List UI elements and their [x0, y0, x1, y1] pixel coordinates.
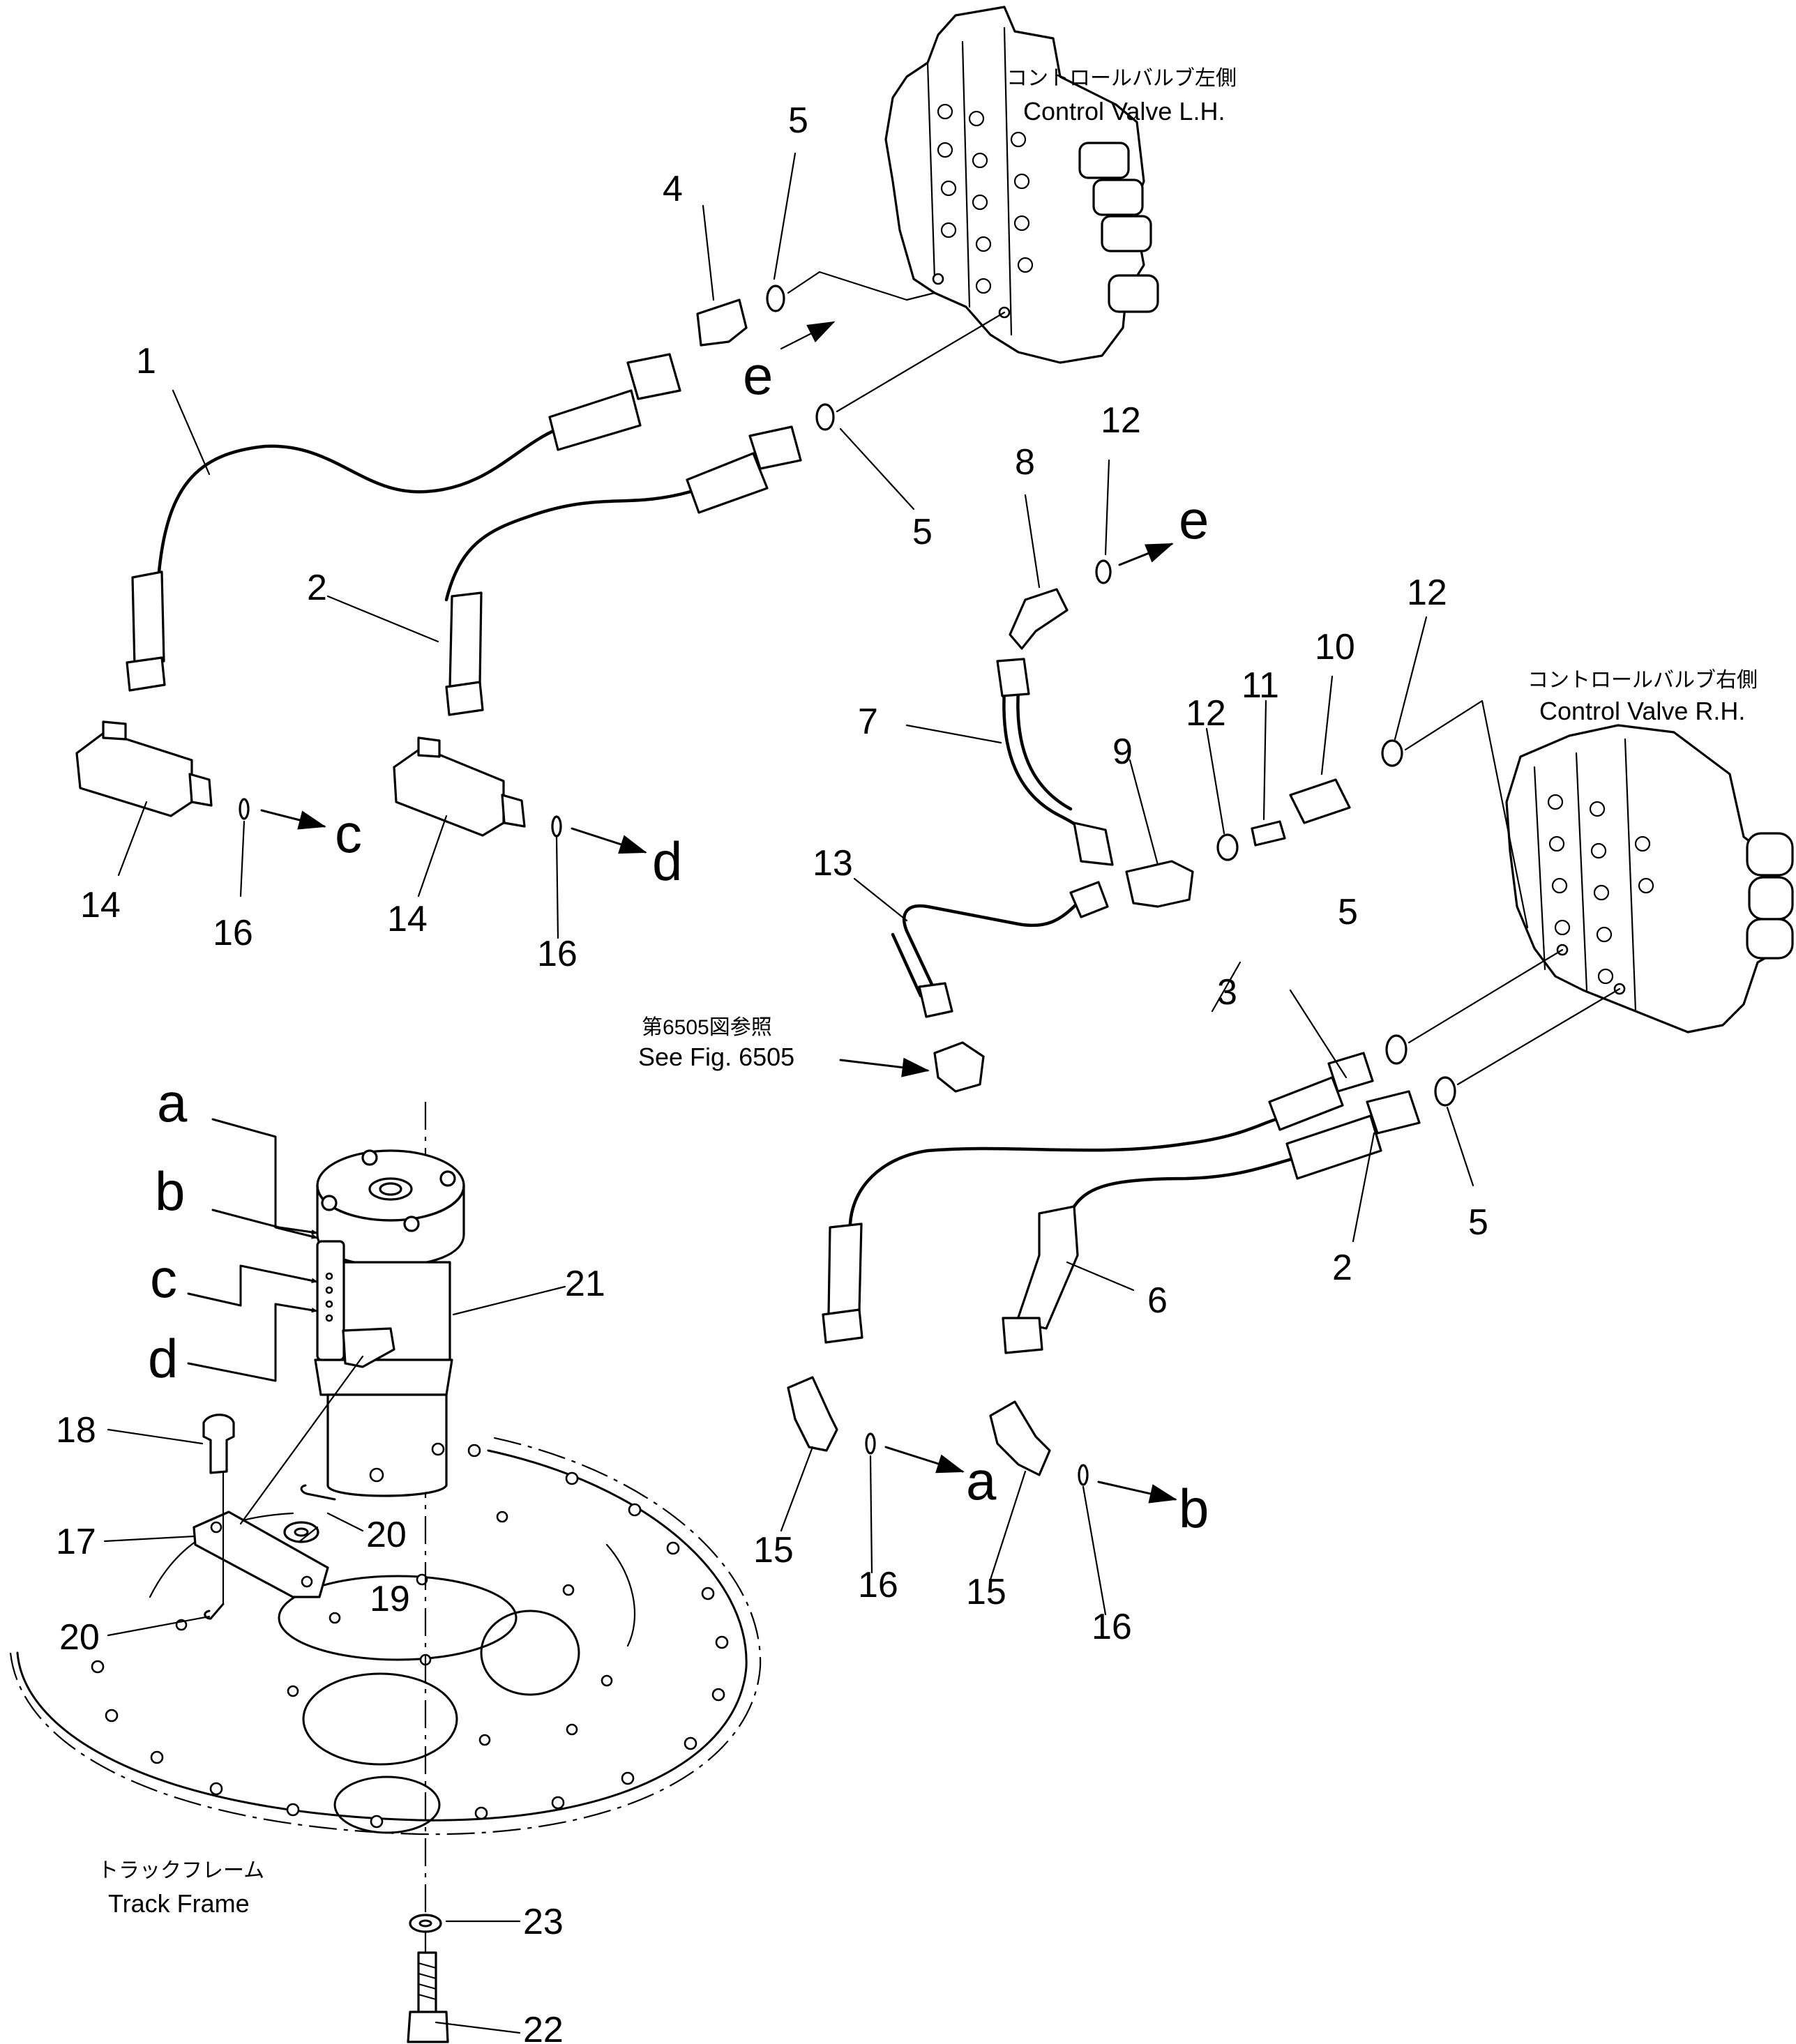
callout-5-right-upper: 5	[1338, 892, 1358, 932]
callout-19: 19	[370, 1579, 410, 1619]
cotter-pin-20-upper	[300, 1484, 336, 1501]
callout-5-mid: 5	[912, 512, 933, 552]
callout-4: 4	[663, 169, 683, 209]
o-ring-12-e	[1095, 559, 1112, 584]
callout-9: 9	[1112, 732, 1133, 772]
callout-14-left: 14	[80, 885, 121, 925]
o-ring-12-tee	[1216, 833, 1239, 861]
o-ring-12-right	[1381, 739, 1403, 767]
hose-1	[126, 353, 681, 692]
elbow-15-right	[989, 1400, 1051, 1476]
swivel-block-14-right	[393, 736, 526, 837]
o-ring-5-mid	[815, 403, 835, 431]
plate-17	[193, 1511, 329, 1598]
control-valve-lh-label-en: Control Valve L.H.	[1023, 97, 1225, 126]
leader-lines	[103, 152, 1474, 2034]
callout-14-right: 14	[387, 899, 428, 939]
callout-17: 17	[56, 1522, 96, 1562]
fig-6505-fitting	[933, 1041, 985, 1093]
callout-12-right: 12	[1407, 573, 1447, 613]
connection-letter-e-valve: e	[743, 345, 773, 406]
o-ring-16-a	[865, 1432, 876, 1455]
elbow-fitting-8	[1009, 588, 1069, 650]
callout-13: 13	[813, 843, 853, 884]
callout-16-a: 16	[858, 1565, 898, 1605]
callout-16-d: 16	[537, 934, 578, 974]
pin-18	[202, 1414, 235, 1474]
connection-letter-c-out: c	[335, 803, 362, 864]
see-fig-label-en: See Fig. 6505	[638, 1043, 794, 1071]
callout-15-right: 15	[966, 1572, 1006, 1612]
callout-16-b: 16	[1092, 1607, 1132, 1647]
callout-18: 18	[56, 1410, 96, 1451]
swivel-block-14-left	[75, 720, 213, 817]
tee-fitting-9	[1125, 860, 1194, 908]
track-frame-label-en: Track Frame	[108, 1889, 250, 1918]
callout-12-top: 12	[1101, 400, 1141, 441]
callout-7: 7	[858, 702, 878, 742]
tube-7	[996, 658, 1114, 866]
swivel-joint-21	[314, 1149, 465, 1497]
track-frame	[9, 1435, 762, 1835]
callout-23: 23	[523, 1902, 564, 1942]
o-ring-5-right-lower	[1434, 1076, 1456, 1107]
connection-letter-b-out: b	[1179, 1478, 1209, 1539]
control-valve-rh-label-jp: コントロールバルブ右側	[1527, 669, 1758, 692]
o-ring-16-c	[239, 798, 250, 820]
tube-13	[891, 881, 1109, 1018]
callout-8: 8	[1015, 442, 1035, 483]
callout-5-top: 5	[788, 100, 808, 141]
connection-letter-e-out: e	[1179, 489, 1209, 550]
callout-22: 22	[523, 2010, 564, 2044]
o-ring-16-d	[551, 815, 562, 838]
callout-20-lower: 20	[59, 1617, 100, 1658]
adapter-10	[1289, 778, 1351, 824]
callout-1: 1	[136, 341, 156, 381]
control-valve-rh-label-en: Control Valve R.H.	[1539, 697, 1745, 725]
hose-2-lower	[1072, 1090, 1421, 1209]
nipple-11	[1251, 820, 1286, 847]
callout-20-upper: 20	[366, 1515, 407, 1555]
callout-11: 11	[1242, 665, 1279, 706]
control-valve-rh	[1505, 724, 1794, 1034]
elbow-15-left	[787, 1376, 838, 1452]
callout-15-left: 15	[753, 1530, 794, 1570]
connection-letter-a-out: a	[966, 1450, 997, 1511]
callout-12-mid: 12	[1186, 693, 1226, 734]
control-valve-lh	[884, 6, 1159, 364]
control-valve-lh-label-jp: コントロールバルブ左側	[1006, 67, 1237, 90]
callout-21: 21	[565, 1264, 605, 1304]
o-ring-5-upper	[766, 285, 785, 312]
washer-23	[409, 1914, 442, 1933]
connection-letter-d-in: d	[148, 1328, 178, 1389]
o-ring-5-right-upper	[1385, 1034, 1408, 1065]
track-frame-label-jp: トラックフレーム	[98, 1859, 264, 1882]
o-ring-16-b	[1078, 1464, 1089, 1486]
callout-3: 3	[1217, 972, 1237, 1013]
hose-6	[1002, 1205, 1079, 1354]
callout-5-right-lower: 5	[1468, 1202, 1488, 1243]
fitting-4	[696, 298, 748, 347]
hose-3	[822, 1052, 1374, 1344]
callout-2-upper: 2	[307, 568, 327, 608]
callout-6: 6	[1147, 1280, 1168, 1321]
bolt-22	[407, 1951, 449, 2043]
callout-10: 10	[1315, 627, 1355, 667]
connection-letter-d-out: d	[652, 831, 682, 892]
hose-2-upper	[444, 425, 802, 716]
callout-16-c: 16	[213, 913, 253, 953]
connection-letter-a-in: a	[157, 1072, 188, 1133]
callout-2-lower: 2	[1332, 1248, 1352, 1288]
washer-19	[283, 1521, 319, 1543]
connection-letter-c-in: c	[150, 1248, 177, 1309]
see-fig-label-jp: 第6505図参照	[642, 1016, 772, 1039]
cotter-pin-20-lower	[204, 1603, 225, 1620]
connection-letter-b-in: b	[155, 1160, 185, 1222]
